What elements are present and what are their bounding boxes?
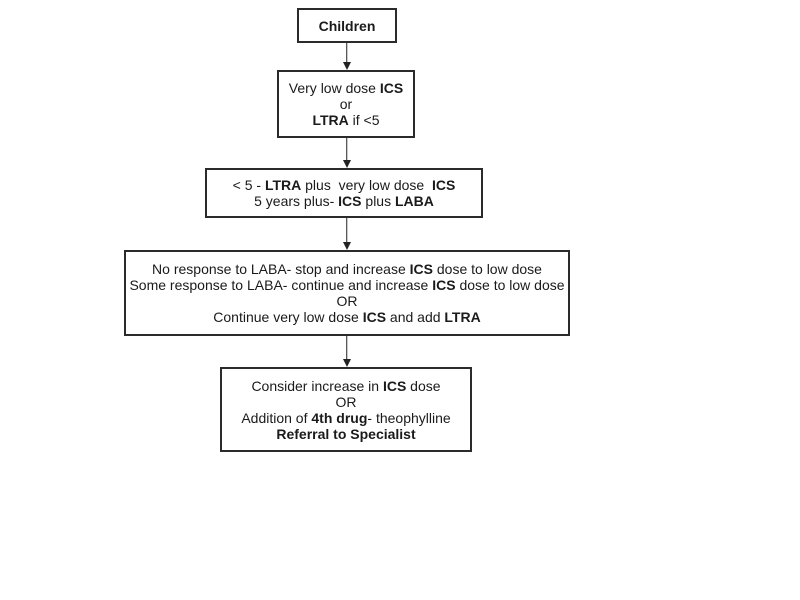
text-segment: dose	[406, 377, 441, 394]
text-segment: Children	[318, 17, 376, 34]
arrow-head-icon	[342, 160, 351, 168]
connector-arrow-2	[340, 138, 353, 168]
flow-box-children: Children	[297, 8, 397, 43]
box-line: OR	[336, 394, 357, 410]
text-segment: dose to low dose	[455, 277, 565, 293]
arrow-head-icon	[342, 359, 351, 367]
text-segment: < 5 -	[232, 177, 265, 193]
text-segment: plus	[361, 193, 395, 209]
box-line: Referral to Specialist	[276, 426, 415, 442]
text-segment: ICS	[382, 377, 407, 394]
text-segment: ICS	[432, 277, 456, 293]
text-segment: Very low dose	[288, 80, 380, 96]
text-segment: ICS	[338, 193, 362, 209]
text-segment: LTRA	[312, 112, 349, 128]
text-segment: ICS	[409, 261, 433, 277]
connector-arrow-1	[340, 43, 353, 70]
text-segment: OR	[335, 393, 357, 410]
box-line: Very low dose ICS	[289, 80, 403, 96]
box-line: Children	[319, 18, 376, 34]
box-line: Consider increase in ICS dose	[251, 378, 440, 394]
text-segment: No response to LABA- stop and increase	[152, 261, 410, 277]
text-segment: plus very low dose	[301, 177, 432, 193]
text-segment: LTRA	[264, 177, 302, 193]
text-segment: Continue very low dose	[213, 309, 363, 325]
box-line: No response to LABA- stop and increase I…	[152, 261, 542, 277]
text-segment: 4th drug	[311, 409, 368, 426]
text-segment: Addition of	[241, 409, 312, 426]
box-line: LTRA if <5	[312, 112, 379, 128]
text-segment: ICS	[379, 80, 404, 96]
text-segment: Consider increase in	[251, 377, 383, 394]
text-segment: or	[339, 96, 353, 112]
text-segment: Referral to Specialist	[276, 425, 416, 442]
box-line: 5 years plus- ICS plus LABA	[254, 193, 434, 209]
box-line: < 5 - LTRA plus very low dose ICS	[233, 177, 456, 193]
arrow-head-icon	[342, 62, 351, 70]
arrow-shaft	[345, 336, 348, 361]
text-segment: Some response to LABA- continue and incr…	[129, 277, 433, 293]
connector-arrow-4	[340, 336, 353, 367]
text-segment: LABA	[394, 193, 434, 209]
box-line: or	[340, 96, 352, 112]
box-line: OR	[337, 293, 358, 309]
flow-box-step-3: No response to LABA- stop and increase I…	[124, 250, 570, 336]
text-segment: ICS	[362, 309, 387, 325]
text-segment: if <5	[348, 112, 380, 128]
text-segment: OR	[336, 293, 358, 309]
text-segment: dose to low dose	[432, 261, 542, 277]
arrow-head-icon	[342, 242, 351, 250]
connector-arrow-3	[340, 218, 353, 250]
text-segment: LTRA	[444, 309, 481, 325]
arrow-shaft	[345, 138, 348, 162]
text-segment: and add	[386, 309, 445, 325]
arrow-shaft	[345, 43, 348, 64]
box-line: Continue very low dose ICS and add LTRA	[213, 309, 480, 325]
arrow-shaft	[345, 218, 348, 244]
box-line: Some response to LABA- continue and incr…	[129, 277, 564, 293]
text-segment: - theophylline	[367, 409, 451, 426]
box-line: Addition of 4th drug- theophylline	[241, 410, 450, 426]
text-segment: 5 years plus-	[254, 193, 339, 209]
text-segment: ICS	[431, 177, 456, 193]
